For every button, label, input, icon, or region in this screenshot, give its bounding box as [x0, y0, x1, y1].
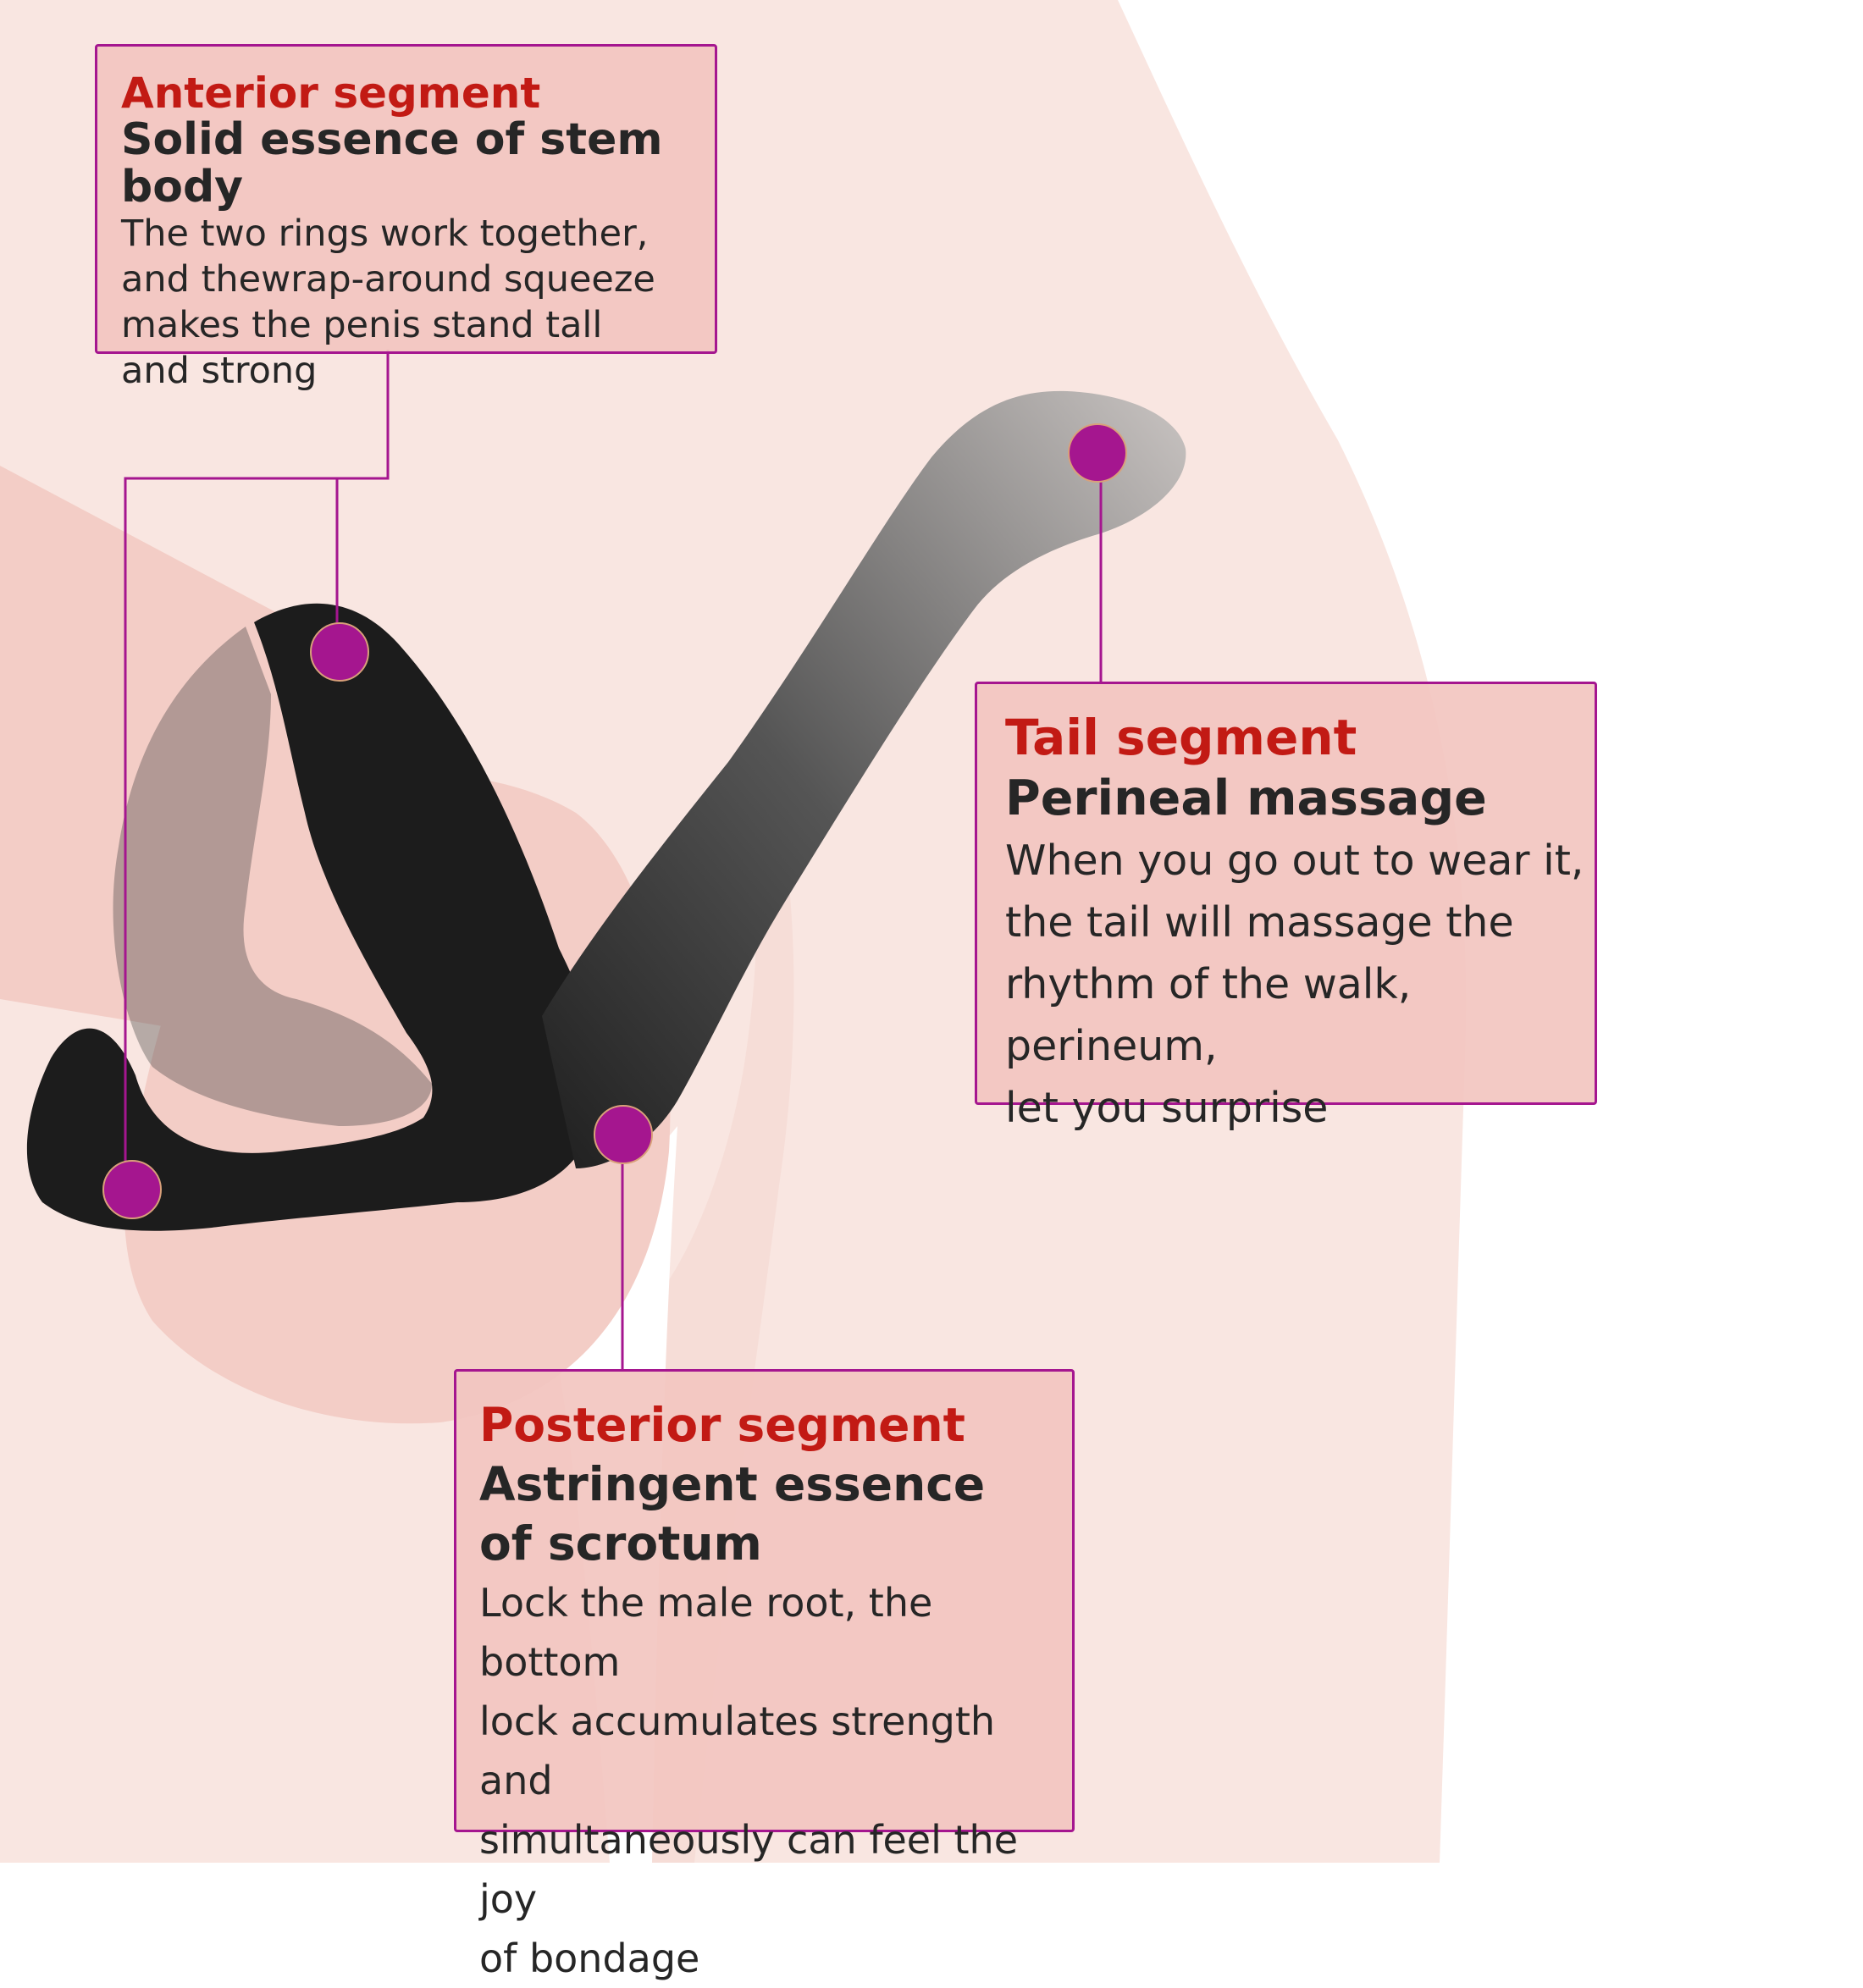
anterior-leader-line	[124, 350, 390, 1177]
callout-title: Tail segment	[1005, 709, 1357, 766]
marker-anterior-top	[310, 622, 369, 682]
marker-posterior	[594, 1105, 653, 1164]
marker-anterior-left	[102, 1160, 162, 1219]
callout-title: Posterior segment	[479, 1398, 965, 1452]
callout-anterior-segment: Anterior segment Solid essence of stem b…	[95, 44, 717, 392]
markers	[102, 423, 1127, 1219]
callout-body: Lock the male root, the bottom lock accu…	[479, 1580, 1019, 1981]
callout-title: Anterior segment	[121, 69, 541, 118]
ring-tail	[542, 390, 1186, 1168]
callout-body: The two rings work together, and thewrap…	[121, 213, 655, 392]
ring-front-loop	[113, 627, 432, 1126]
callout-subtitle: Astringent essence of scrotum	[479, 1457, 986, 1571]
callout-tail-segment: Tail segment Perineal massage When you g…	[975, 682, 1597, 1132]
callout-subtitle: Perineal massage	[1005, 770, 1487, 826]
callout-posterior-segment: Posterior segment Astringent essence of …	[454, 1369, 1075, 1981]
marker-tail	[1068, 423, 1127, 483]
leader-lines	[124, 350, 1103, 1372]
callout-body: When you go out to wear it, the tail wil…	[1005, 837, 1584, 1132]
ring-main-body	[26, 603, 600, 1231]
callout-subtitle: Solid essence of stem body	[121, 114, 663, 213]
product-illustration-canvas: Anterior segment Solid essence of stem b…	[0, 0, 1597, 1981]
